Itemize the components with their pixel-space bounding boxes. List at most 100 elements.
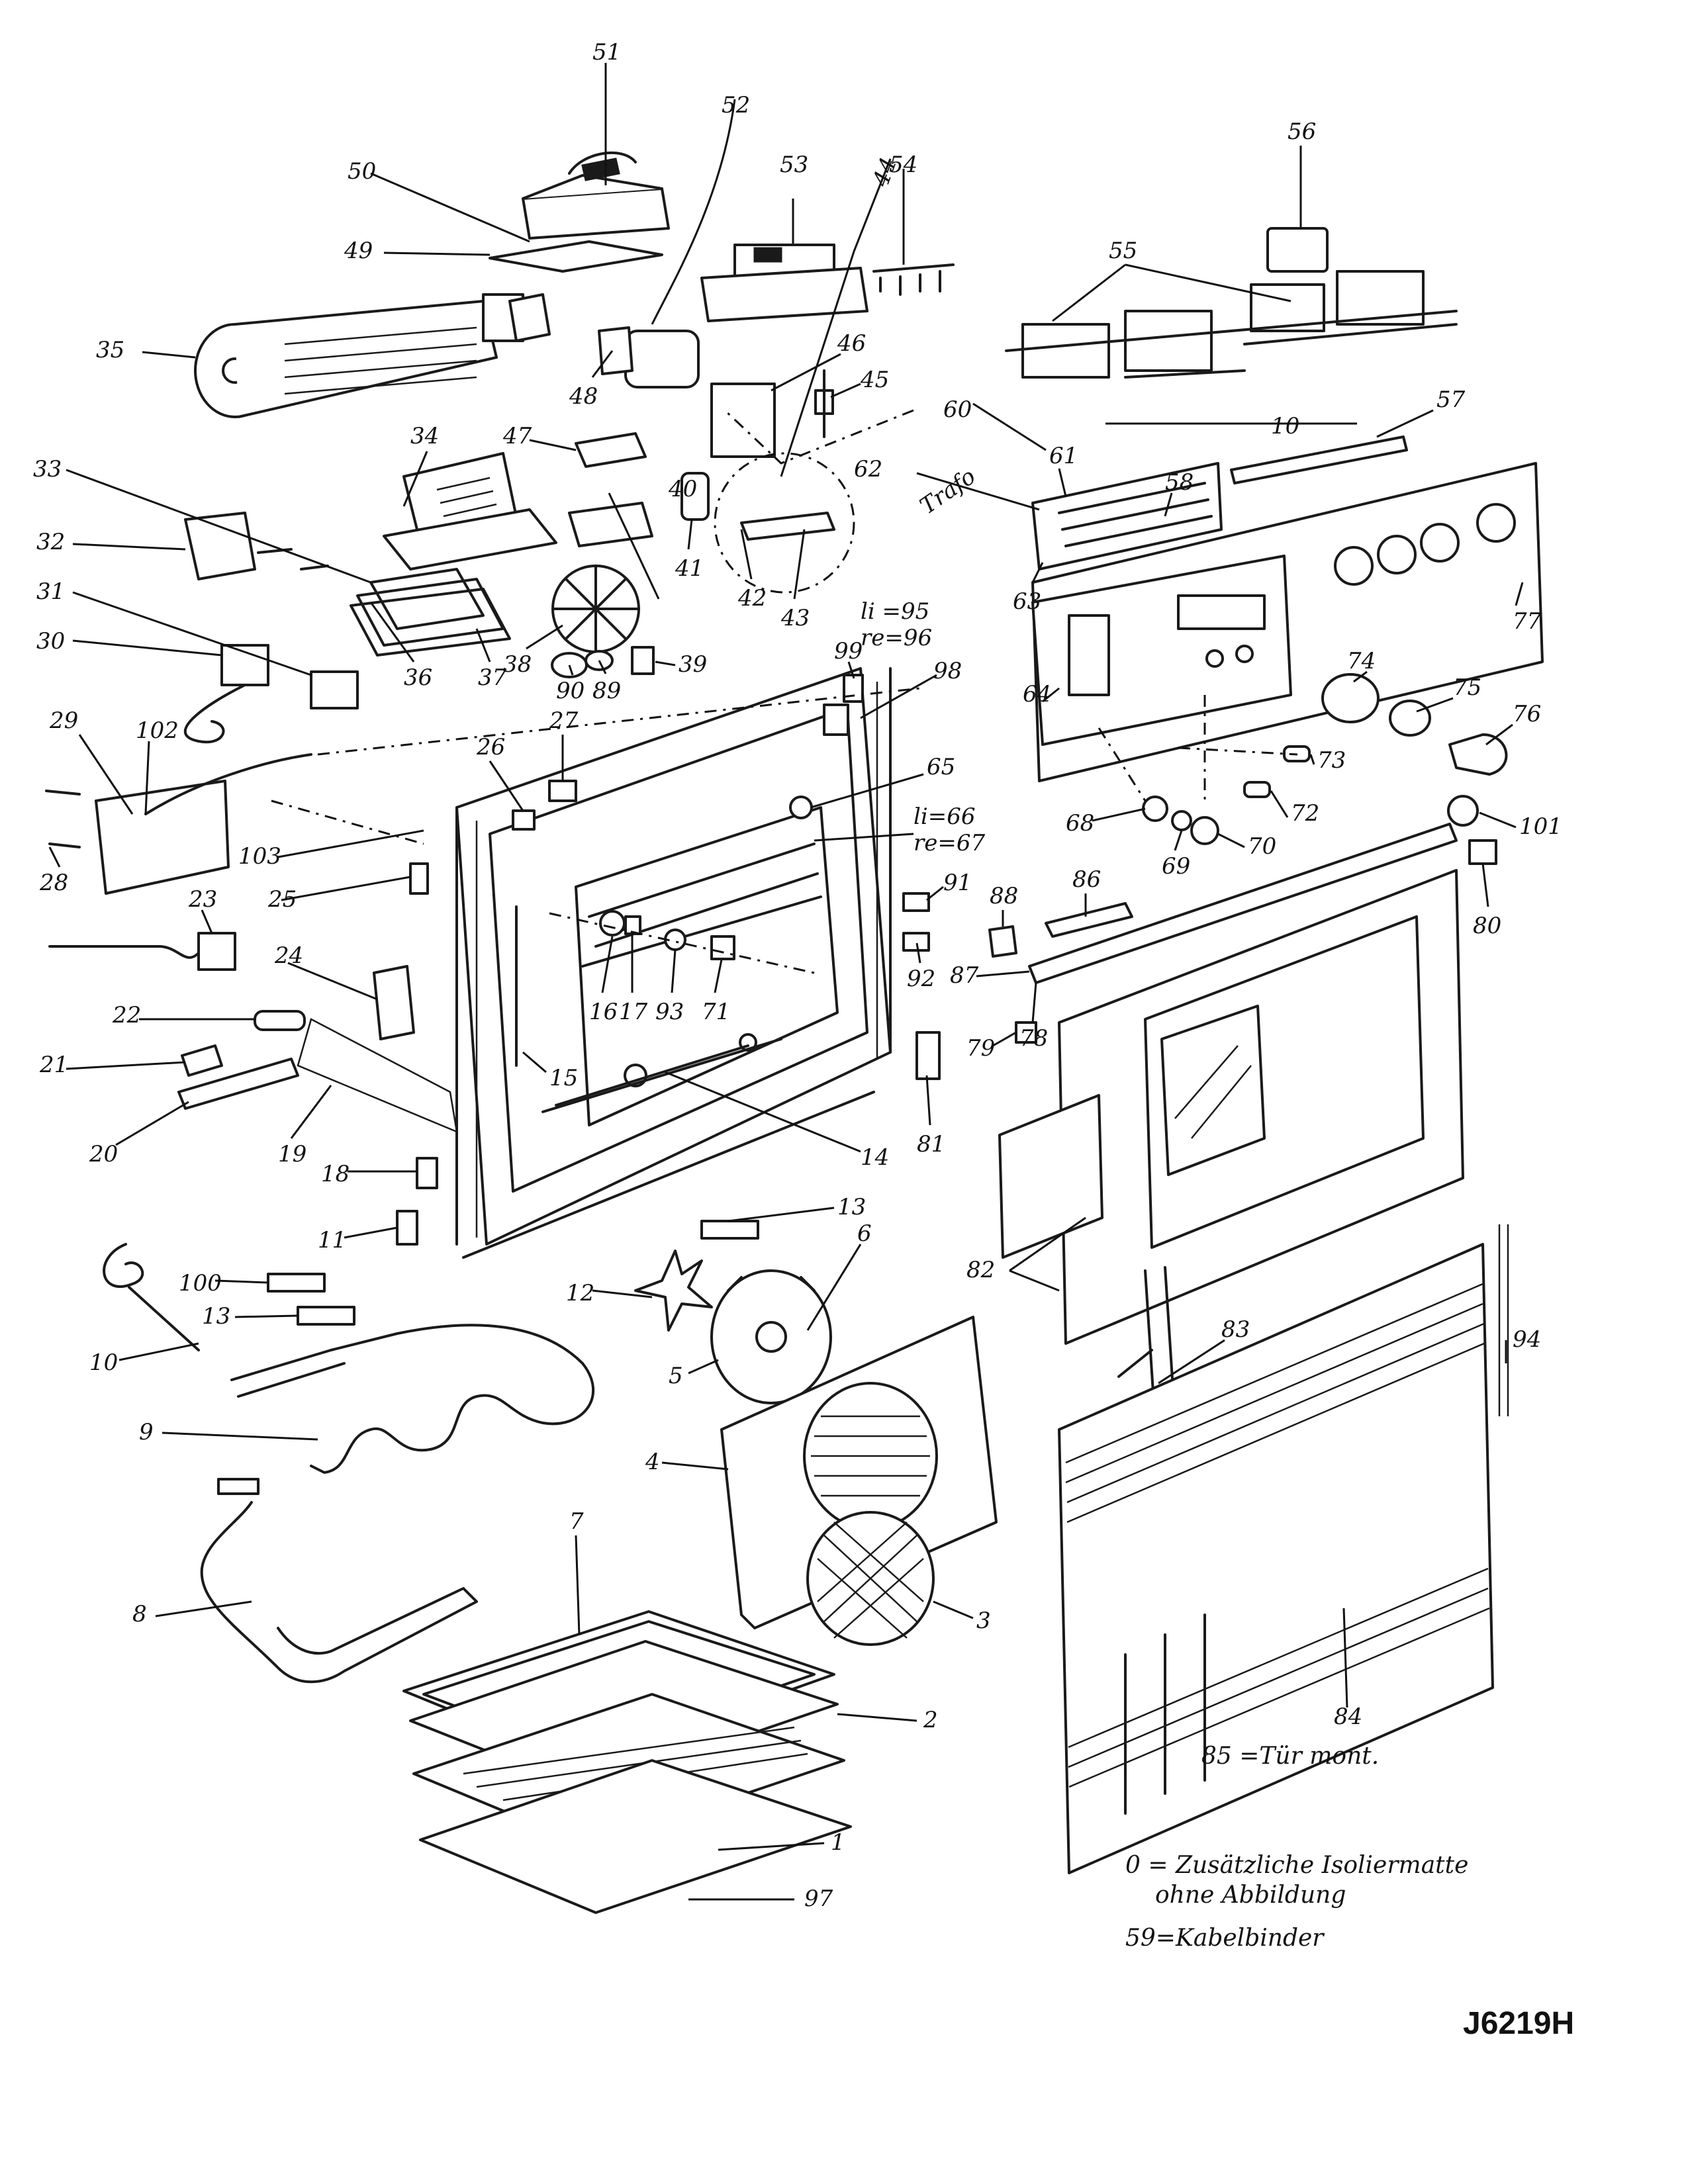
- part-27-clip: [548, 780, 577, 802]
- part-74-knob: [1321, 673, 1380, 723]
- callout-label: 36: [404, 664, 432, 691]
- callout-label: 13: [837, 1194, 866, 1220]
- callout-label: 77: [1513, 608, 1542, 635]
- part-98-clip: [823, 704, 849, 736]
- part-100-strip: [267, 1273, 326, 1293]
- part-16-lamp: [599, 910, 626, 936]
- part-14-heating-rod: [555, 1044, 749, 1107]
- callout-label: 99: [834, 638, 863, 664]
- callout-label: 60: [943, 396, 972, 423]
- callout-label: 62: [854, 456, 882, 482]
- callout-label: 19: [278, 1141, 306, 1167]
- callout-label: re=96: [861, 625, 932, 651]
- callout-label: 40: [668, 476, 697, 502]
- callout-label: 84: [1334, 1704, 1362, 1730]
- part-8-terminal: [217, 1478, 259, 1495]
- callout-label: 88: [990, 883, 1018, 909]
- part-92-clip: [902, 932, 930, 952]
- callout-label: 14: [861, 1144, 889, 1171]
- part-54-terminal: [872, 263, 955, 296]
- callout-label: 32: [36, 529, 65, 555]
- callout-label: 93: [655, 999, 684, 1025]
- callout-label: 61: [1049, 443, 1078, 469]
- part-56-switch: [1266, 227, 1329, 273]
- part-24-switch: [373, 965, 415, 1040]
- part-23-probe: [48, 945, 200, 959]
- callout-label: 52: [722, 92, 750, 118]
- part-9-grill-element: [230, 1324, 595, 1474]
- callout-label: 80: [1473, 913, 1501, 939]
- part-61-electronics-board: [1031, 462, 1223, 570]
- callout-label: 100: [179, 1270, 222, 1297]
- part-46-relay: [710, 383, 776, 458]
- callout-label: 6: [857, 1220, 872, 1247]
- part-39-sensor: [631, 646, 655, 675]
- callout-label: 81: [917, 1131, 945, 1158]
- callout-label: 38: [503, 651, 532, 678]
- callout-label: 64: [1023, 681, 1051, 707]
- part-88-clip: [988, 925, 1017, 958]
- callout-label: 39: [679, 651, 707, 678]
- part-28-screws: [45, 790, 81, 848]
- callout-label: 21: [39, 1052, 68, 1078]
- callout-label: 91: [943, 870, 972, 896]
- part-3-mesh-filter: [806, 1511, 935, 1646]
- callout-label: 25: [267, 886, 297, 913]
- callout-label: 92: [907, 966, 935, 992]
- callout-label: 71: [702, 999, 730, 1025]
- callout-label: 69: [1162, 853, 1190, 880]
- part-97-baking-tray: [419, 1759, 852, 1914]
- callout-label: 10: [1271, 413, 1299, 439]
- callout-label: 86: [1072, 866, 1101, 893]
- part-52-capacitor: [624, 330, 700, 388]
- part-81-hinge: [915, 1031, 941, 1080]
- callout-label: 11: [318, 1227, 346, 1253]
- callout-label: 63: [1013, 588, 1041, 615]
- callout-label: 31: [36, 578, 65, 605]
- part-82-glass: [998, 1094, 1103, 1259]
- part-26-clip: [512, 809, 536, 831]
- part-8-bottom-element: [200, 1501, 478, 1684]
- part-11-clip: [396, 1210, 418, 1246]
- part-80-clip: [1468, 839, 1497, 865]
- part-21-holder: [181, 1044, 223, 1077]
- part-37-frame: [350, 588, 511, 657]
- part-5-fan-guard: [710, 1269, 832, 1404]
- callout-label: 20: [89, 1141, 118, 1167]
- callout-label: 103: [238, 843, 281, 870]
- part-91-clip: [902, 892, 930, 912]
- callout-numbers: 51 52 50 53 54 56 49 55 44 35 46 45 48 5…: [33, 39, 1562, 1912]
- callout-label: 30: [36, 628, 65, 655]
- drawing-code: J6219H: [1463, 2006, 1575, 2041]
- callout-label: 37: [478, 664, 507, 691]
- callout-label: 70: [1248, 833, 1276, 860]
- part-44-detail-circle: [714, 452, 855, 594]
- callout-label: 46: [837, 330, 866, 357]
- callout-label: 51: [592, 39, 621, 66]
- part-101-roller: [1447, 795, 1479, 827]
- callout-label: 15: [549, 1065, 578, 1091]
- part-71-lamp-cover: [710, 935, 735, 960]
- part-47-terminal-block: [575, 432, 647, 468]
- callout-label: 22: [112, 1002, 141, 1028]
- callout-label: 4: [645, 1449, 660, 1475]
- callout-label: 43: [780, 605, 810, 631]
- part-22-sensor: [254, 1010, 306, 1031]
- part-64-fascia: [1031, 555, 1292, 746]
- legend-cable-tie: 59=Kabelbinder: [1125, 1925, 1324, 1952]
- part-69-button: [1171, 810, 1192, 831]
- part-94-seal-strip: [1498, 1224, 1509, 1416]
- part-30-switch-cable: [183, 644, 269, 744]
- callout-label: 94: [1513, 1326, 1541, 1353]
- part-34-transformer-block: [383, 452, 557, 570]
- callout-label: 83: [1221, 1316, 1250, 1343]
- callout-label: li =95: [861, 598, 929, 625]
- callout-label: 89: [592, 678, 621, 704]
- callout-label: 26: [476, 734, 505, 760]
- legend-door-assembly: 85 =Tür mont.: [1201, 1743, 1380, 1770]
- callout-label: 87: [950, 962, 979, 989]
- callout-label: 53: [780, 152, 808, 178]
- callout-label: 58: [1165, 469, 1194, 496]
- callout-label: 29: [49, 707, 78, 734]
- part-68-button: [1142, 796, 1168, 822]
